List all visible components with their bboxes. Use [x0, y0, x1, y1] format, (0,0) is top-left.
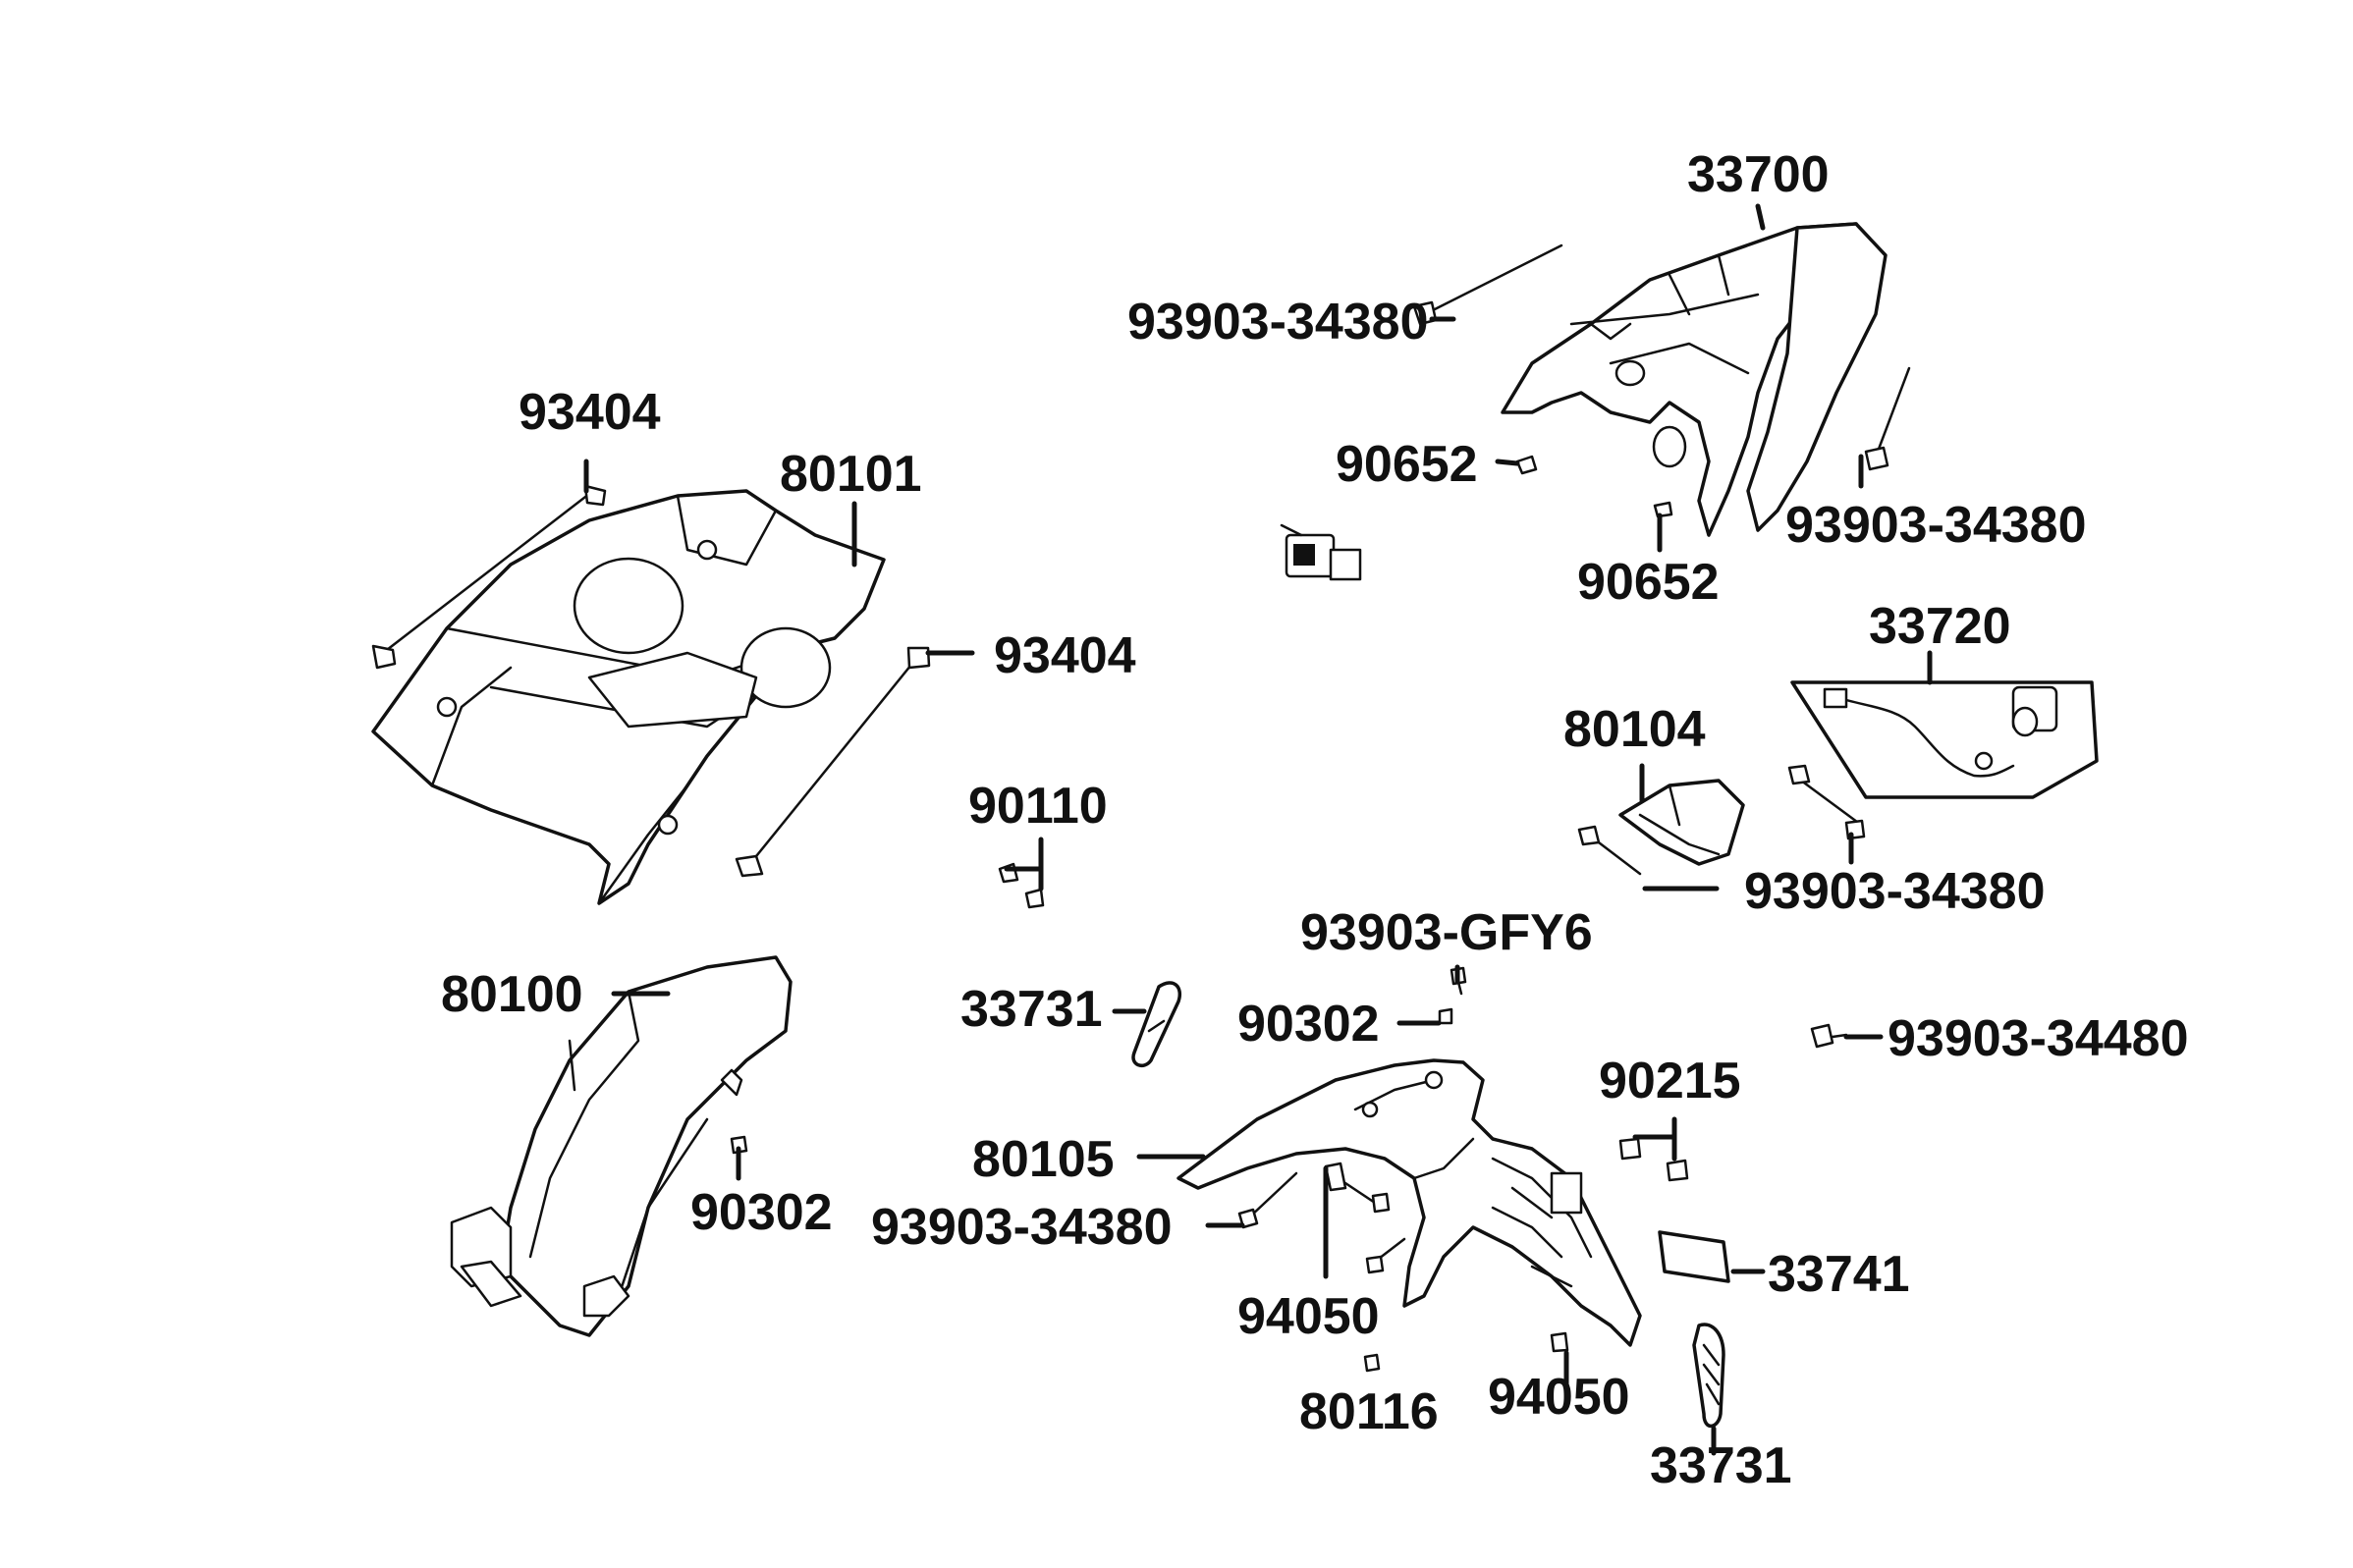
part-33720-kit-box	[1790, 680, 2099, 799]
label-93404-top: 93404	[519, 384, 661, 441]
label-93903-34380-mid: 93903-34380	[1744, 863, 2046, 920]
label-33731-right: 33731	[1650, 1437, 1792, 1494]
label-93903-34380-top: 93903-34380	[1127, 294, 1429, 351]
label-93404-mid: 93404	[994, 627, 1136, 684]
bolt-93404-left-icon	[371, 484, 607, 670]
clip-80116-icon	[1363, 1353, 1381, 1373]
part-33700-tail-light	[1501, 222, 1888, 537]
part-80105-fender-bracket	[1176, 1058, 1642, 1347]
label-33731-left: 33731	[960, 981, 1103, 1038]
label-33700: 33700	[1687, 146, 1830, 203]
label-90302-left: 90302	[690, 1184, 833, 1241]
label-80105: 80105	[972, 1131, 1115, 1188]
screws-lower-bracket-icon	[1237, 1162, 1406, 1274]
callout-labels: 33700 93903-34380 90652 90652 93903-3438…	[441, 146, 2189, 1494]
label-90110: 90110	[968, 778, 1108, 835]
label-80101: 80101	[780, 446, 922, 503]
clip-90652-left-icon	[1515, 455, 1538, 475]
label-94050-left: 94050	[1237, 1288, 1380, 1345]
label-80116: 80116	[1299, 1383, 1439, 1440]
screw-93903-34480-icon	[1810, 1023, 1848, 1049]
label-90652-right: 90652	[1577, 554, 1720, 611]
screw-93903-34380-right-icon	[1864, 366, 1911, 471]
label-93903-34380-right: 93903-34380	[1785, 497, 2087, 554]
screws-93903-34380-mid-icon	[1577, 764, 1866, 876]
label-90302-mid: 90302	[1237, 996, 1380, 1053]
label-93903-34380-low: 93903-34380	[871, 1199, 1173, 1256]
part-80101-rear-cover	[371, 489, 886, 905]
label-90215: 90215	[1599, 1053, 1741, 1109]
wire-harness-icon	[1280, 425, 1687, 608]
reflector-33731-left-icon	[1131, 981, 1181, 1068]
plate-33741-icon	[1658, 1230, 1730, 1283]
part-80100-rear-fender	[450, 955, 793, 1337]
label-33720: 33720	[1869, 598, 2011, 655]
nut-94050-right-icon	[1550, 1331, 1569, 1353]
label-93903-34480: 93903-34480	[1888, 1010, 2189, 1067]
label-94050-right: 94050	[1488, 1369, 1630, 1426]
label-93903-GFY6: 93903-GFY6	[1300, 904, 1593, 961]
label-80104: 80104	[1563, 701, 1706, 758]
nuts-90215-icon	[1618, 1137, 1689, 1182]
washer-90302-left-icon	[730, 1135, 748, 1155]
screw-93903-34380-top-icon	[1412, 243, 1563, 326]
label-90652-left: 90652	[1336, 436, 1478, 493]
bolt-93404-right-icon	[735, 646, 931, 878]
clip-90652-right-icon	[1653, 501, 1673, 518]
label-80100: 80100	[441, 966, 583, 1023]
washer-90302-mid-icon	[1438, 1007, 1453, 1025]
part-80104-light-cover	[1618, 779, 1745, 866]
leader-lines	[583, 203, 1933, 1456]
reflector-33731-right-icon	[1692, 1323, 1725, 1429]
label-33741: 33741	[1768, 1246, 1910, 1303]
